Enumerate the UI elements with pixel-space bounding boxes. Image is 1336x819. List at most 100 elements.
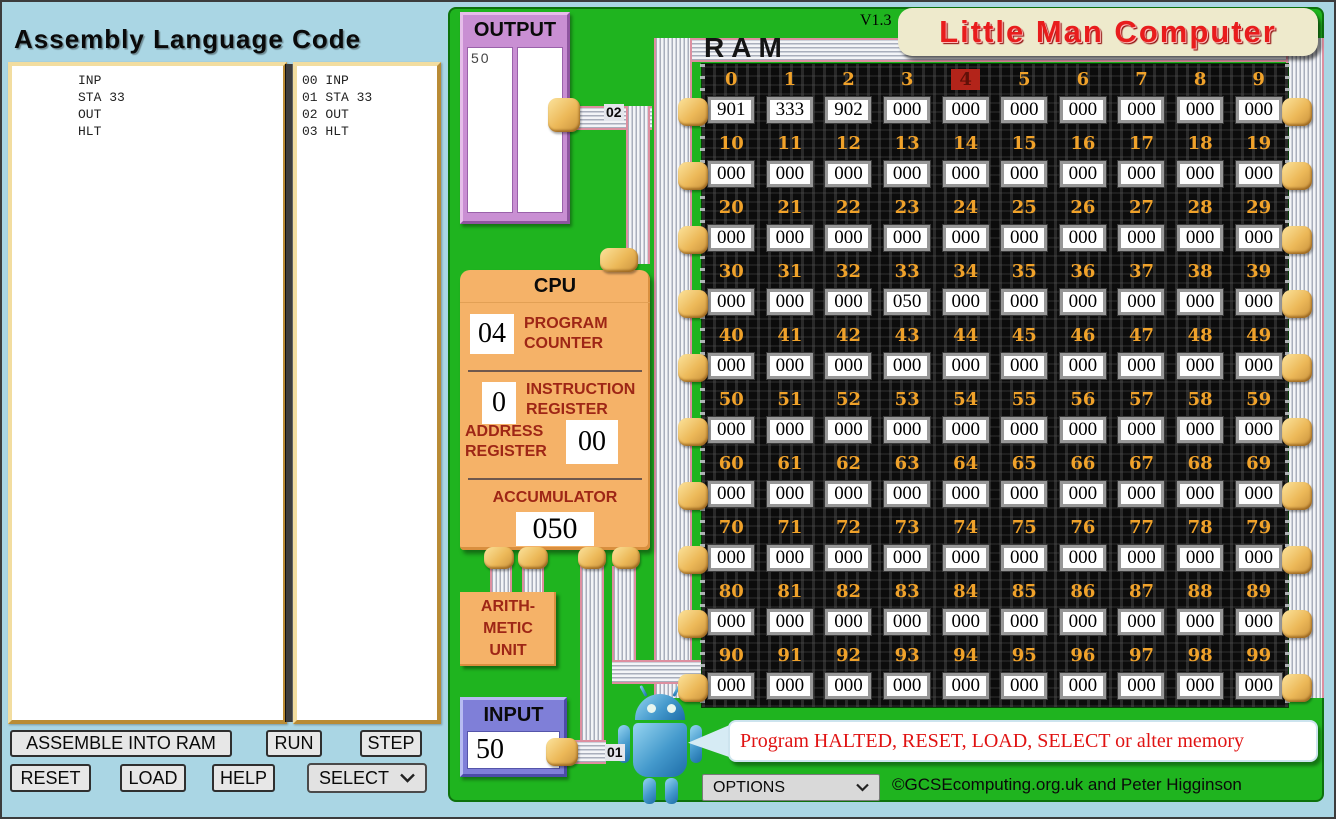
ram-cell-17[interactable]: 000 <box>1117 160 1166 188</box>
ram-cell-7[interactable]: 000 <box>1117 96 1166 124</box>
ram-cell-55[interactable]: 000 <box>1000 416 1049 444</box>
ram-cell-21[interactable]: 000 <box>765 224 814 252</box>
ram-cell-83[interactable]: 000 <box>883 608 932 636</box>
ram-cell-93[interactable]: 000 <box>883 672 932 700</box>
ram-cell-51[interactable]: 000 <box>765 416 814 444</box>
ram-cell-1[interactable]: 333 <box>765 96 814 124</box>
ram-cell-22[interactable]: 000 <box>824 224 873 252</box>
ram-cell-96[interactable]: 000 <box>1058 672 1107 700</box>
ram-cell-53[interactable]: 000 <box>883 416 932 444</box>
ram-cell-33[interactable]: 050 <box>883 288 932 316</box>
ram-cell-14[interactable]: 000 <box>941 160 990 188</box>
ram-cell-37[interactable]: 000 <box>1117 288 1166 316</box>
ram-cell-58[interactable]: 000 <box>1176 416 1225 444</box>
ram-cell-59[interactable]: 000 <box>1234 416 1283 444</box>
ram-cell-60[interactable]: 000 <box>707 480 756 508</box>
ram-cell-32[interactable]: 000 <box>824 288 873 316</box>
ram-cell-65[interactable]: 000 <box>1000 480 1049 508</box>
ram-cell-94[interactable]: 000 <box>941 672 990 700</box>
ram-cell-42[interactable]: 000 <box>824 352 873 380</box>
ram-cell-86[interactable]: 000 <box>1058 608 1107 636</box>
ram-cell-18[interactable]: 000 <box>1176 160 1225 188</box>
ram-cell-5[interactable]: 000 <box>1000 96 1049 124</box>
options-dropdown[interactable]: OPTIONS <box>702 774 880 801</box>
ram-cell-9[interactable]: 000 <box>1234 96 1283 124</box>
ram-cell-24[interactable]: 000 <box>941 224 990 252</box>
ram-cell-80[interactable]: 000 <box>707 608 756 636</box>
ram-cell-12[interactable]: 000 <box>824 160 873 188</box>
ram-cell-57[interactable]: 000 <box>1117 416 1166 444</box>
ram-cell-68[interactable]: 000 <box>1176 480 1225 508</box>
ram-cell-39[interactable]: 000 <box>1234 288 1283 316</box>
ram-cell-85[interactable]: 000 <box>1000 608 1049 636</box>
ram-cell-92[interactable]: 000 <box>824 672 873 700</box>
ram-cell-2[interactable]: 902 <box>824 96 873 124</box>
ram-cell-35[interactable]: 000 <box>1000 288 1049 316</box>
ram-cell-28[interactable]: 000 <box>1176 224 1225 252</box>
editor-scrollbar[interactable] <box>285 64 293 722</box>
ram-cell-88[interactable]: 000 <box>1176 608 1225 636</box>
ram-cell-20[interactable]: 000 <box>707 224 756 252</box>
ram-cell-38[interactable]: 000 <box>1176 288 1225 316</box>
ram-cell-84[interactable]: 000 <box>941 608 990 636</box>
ram-cell-82[interactable]: 000 <box>824 608 873 636</box>
ram-cell-66[interactable]: 000 <box>1058 480 1107 508</box>
ram-cell-75[interactable]: 000 <box>1000 544 1049 572</box>
ram-cell-31[interactable]: 000 <box>765 288 814 316</box>
ram-cell-44[interactable]: 000 <box>941 352 990 380</box>
ram-cell-91[interactable]: 000 <box>765 672 814 700</box>
ram-cell-41[interactable]: 000 <box>765 352 814 380</box>
ram-cell-4[interactable]: 000 <box>941 96 990 124</box>
ram-cell-97[interactable]: 000 <box>1117 672 1166 700</box>
assemble-into-ram-button[interactable]: ASSEMBLE INTO RAM <box>10 730 232 757</box>
ram-cell-90[interactable]: 000 <box>707 672 756 700</box>
ram-cell-47[interactable]: 000 <box>1117 352 1166 380</box>
ram-cell-0[interactable]: 901 <box>707 96 756 124</box>
ram-cell-8[interactable]: 000 <box>1176 96 1225 124</box>
ram-cell-27[interactable]: 000 <box>1117 224 1166 252</box>
ram-cell-46[interactable]: 000 <box>1058 352 1107 380</box>
ram-cell-10[interactable]: 000 <box>707 160 756 188</box>
ram-cell-76[interactable]: 000 <box>1058 544 1107 572</box>
input-field[interactable]: 50 <box>467 731 560 769</box>
reset-button[interactable]: RESET <box>10 764 91 792</box>
ram-cell-71[interactable]: 000 <box>765 544 814 572</box>
ram-cell-74[interactable]: 000 <box>941 544 990 572</box>
ram-cell-40[interactable]: 000 <box>707 352 756 380</box>
ram-cell-64[interactable]: 000 <box>941 480 990 508</box>
load-button[interactable]: LOAD <box>120 764 186 792</box>
ram-cell-61[interactable]: 000 <box>765 480 814 508</box>
ram-cell-87[interactable]: 000 <box>1117 608 1166 636</box>
ram-cell-25[interactable]: 000 <box>1000 224 1049 252</box>
ram-cell-6[interactable]: 000 <box>1058 96 1107 124</box>
select-dropdown[interactable]: SELECT <box>307 763 427 793</box>
ram-cell-77[interactable]: 000 <box>1117 544 1166 572</box>
ram-cell-29[interactable]: 000 <box>1234 224 1283 252</box>
ram-cell-50[interactable]: 000 <box>707 416 756 444</box>
ram-cell-78[interactable]: 000 <box>1176 544 1225 572</box>
ram-cell-16[interactable]: 000 <box>1058 160 1107 188</box>
ram-cell-99[interactable]: 000 <box>1234 672 1283 700</box>
ram-cell-34[interactable]: 000 <box>941 288 990 316</box>
run-button[interactable]: RUN <box>266 730 322 757</box>
ram-cell-49[interactable]: 000 <box>1234 352 1283 380</box>
ram-cell-48[interactable]: 000 <box>1176 352 1225 380</box>
ram-cell-45[interactable]: 000 <box>1000 352 1049 380</box>
step-button[interactable]: STEP <box>360 730 422 757</box>
ram-cell-81[interactable]: 000 <box>765 608 814 636</box>
ram-cell-70[interactable]: 000 <box>707 544 756 572</box>
ram-cell-3[interactable]: 000 <box>883 96 932 124</box>
ram-cell-95[interactable]: 000 <box>1000 672 1049 700</box>
ram-cell-54[interactable]: 000 <box>941 416 990 444</box>
ram-cell-19[interactable]: 000 <box>1234 160 1283 188</box>
ram-cell-98[interactable]: 000 <box>1176 672 1225 700</box>
ram-cell-26[interactable]: 000 <box>1058 224 1107 252</box>
ram-cell-15[interactable]: 000 <box>1000 160 1049 188</box>
ram-cell-23[interactable]: 000 <box>883 224 932 252</box>
ram-cell-30[interactable]: 000 <box>707 288 756 316</box>
ram-cell-11[interactable]: 000 <box>765 160 814 188</box>
ram-cell-52[interactable]: 000 <box>824 416 873 444</box>
ram-cell-43[interactable]: 000 <box>883 352 932 380</box>
ram-cell-36[interactable]: 000 <box>1058 288 1107 316</box>
